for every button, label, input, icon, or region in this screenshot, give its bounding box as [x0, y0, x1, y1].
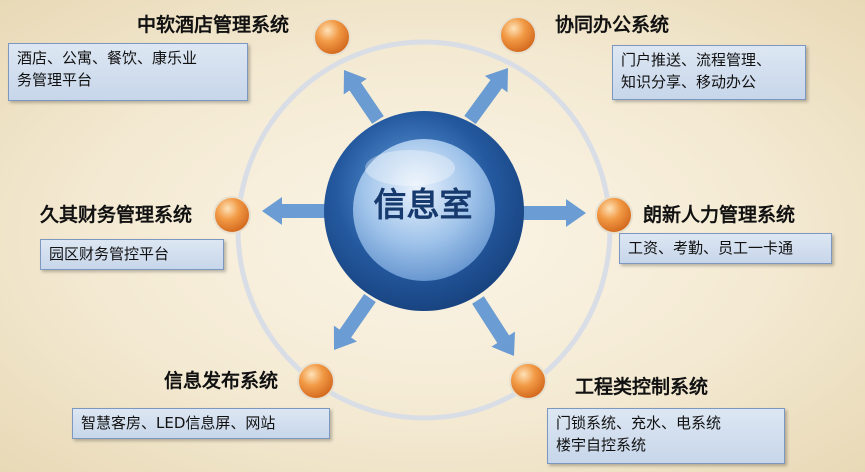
hub-highlight	[365, 150, 455, 186]
node-box-publish: 智慧客房、LED信息屏、网站	[72, 408, 330, 439]
hub-label: 信息室	[373, 185, 473, 224]
node-line: 酒店、公寓、餐饮、康乐业	[17, 49, 198, 67]
node-ball-office	[499, 16, 537, 54]
node-box-engineering: 门锁系统、充水、电系统 楼宇自控系统	[547, 408, 785, 464]
node-line: 务管理平台	[17, 71, 93, 89]
arrows-group	[262, 68, 586, 356]
node-box-office: 门户推送、流程管理、 知识分享、移动办公	[612, 45, 806, 100]
node-ball-hotel	[313, 18, 351, 56]
node-ball-finance	[213, 196, 251, 234]
node-box-hr: 工资、考勤、员工一卡通	[619, 233, 832, 264]
arrow-to-engineering	[472, 296, 515, 356]
node-line: 知识分享、移动办公	[621, 73, 757, 91]
node-title-hotel: 中软酒店管理系统	[137, 14, 290, 36]
node-box-finance: 园区财务管控平台	[40, 239, 224, 270]
node-title-engineering: 工程类控制系统	[575, 376, 709, 398]
arrow-to-publish	[333, 294, 376, 350]
node-line: 工资、考勤、员工一卡通	[628, 239, 794, 257]
node-ball-publish	[297, 362, 335, 400]
node-line: 智慧客房、LED信息屏、网站	[81, 414, 276, 432]
node-title-publish: 信息发布系统	[164, 370, 279, 392]
node-ball-hr	[595, 196, 633, 234]
node-balls-group	[213, 16, 633, 400]
arrow-to-finance	[262, 197, 327, 225]
node-ball-engineering	[509, 362, 547, 400]
node-line: 门锁系统、充水、电系统	[556, 414, 722, 432]
node-title-finance: 久其财务管理系统	[40, 204, 193, 226]
node-line: 门户推送、流程管理、	[621, 51, 772, 69]
arrow-to-office	[464, 68, 508, 125]
arrow-to-hr	[522, 199, 586, 227]
node-title-hr: 朗新人力管理系统	[643, 204, 796, 226]
node-box-hotel: 酒店、公寓、餐饮、康乐业 务管理平台	[8, 43, 248, 101]
node-title-office: 协同办公系统	[555, 14, 670, 36]
hub-inner-disk	[353, 139, 495, 281]
node-line: 楼宇自控系统	[556, 436, 647, 454]
arrow-to-hotel	[343, 70, 384, 124]
node-line: 园区财务管控平台	[49, 245, 170, 263]
